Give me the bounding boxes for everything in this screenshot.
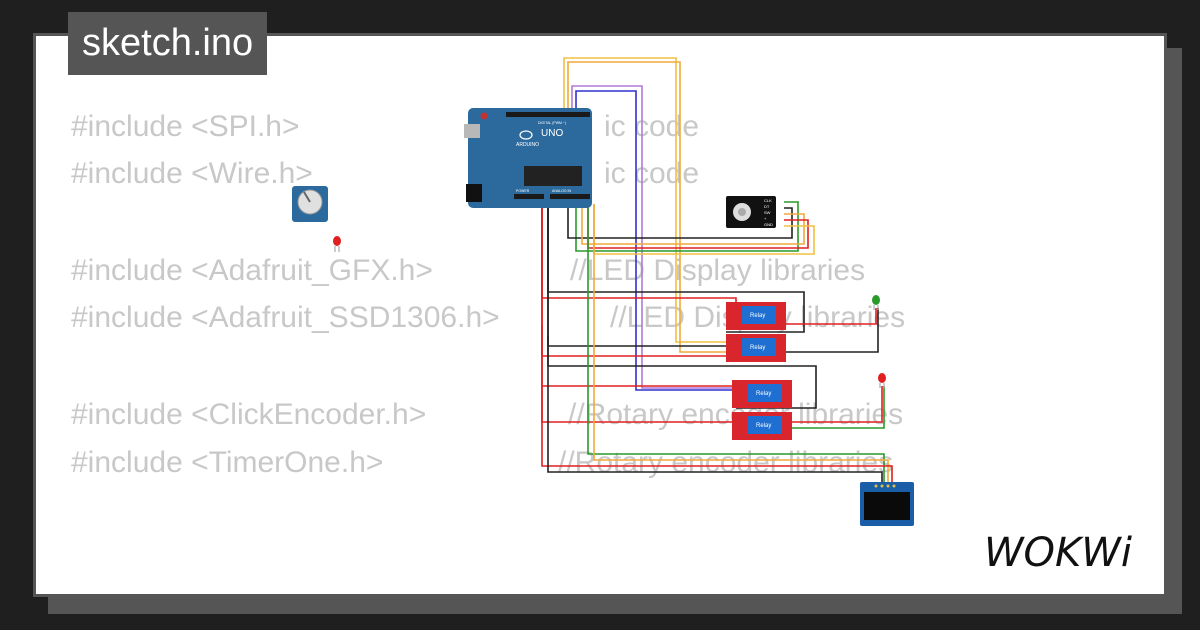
potentiometer[interactable] xyxy=(292,186,328,222)
wire-orange-top xyxy=(567,61,726,353)
wire-red-led2 xyxy=(792,386,883,423)
circuit-diagram[interactable]: UNO ARDUINO DIGITAL (PWM ~) POWER ANALOG… xyxy=(36,36,1167,597)
wire-orange-encoder xyxy=(581,204,805,245)
wire-green-encoder xyxy=(575,201,799,252)
relay-module-4[interactable]: Relay xyxy=(732,412,792,440)
power-label: POWER xyxy=(516,189,530,193)
relay-3-label: Relay xyxy=(756,391,771,397)
digital-header xyxy=(506,112,590,117)
wires xyxy=(541,57,893,482)
led-red[interactable] xyxy=(878,373,886,388)
wire-yellow-encoder xyxy=(593,204,815,255)
encoder-pin-gnd: GND xyxy=(764,222,773,227)
wire-red-led1 xyxy=(786,308,877,325)
digital-header-label: DIGITAL (PWM ~) xyxy=(538,121,566,125)
relay-2-label: Relay xyxy=(750,345,765,351)
code-line-clickencoder: #include <ClickEncoder.h> xyxy=(71,398,427,431)
led-green[interactable] xyxy=(872,295,880,310)
code-line-wire: #include <Wire.h> xyxy=(71,157,313,190)
wire-black-encoder xyxy=(567,204,793,239)
wire-black-relay2 xyxy=(547,336,726,347)
wire-orange-oled xyxy=(593,204,889,482)
atmega-chip xyxy=(524,166,582,186)
code-comment-1: ic code xyxy=(604,110,700,143)
wire-yellow-top xyxy=(563,57,736,343)
wire-red-relay4 xyxy=(541,386,736,423)
encoder-pin-sw: SW xyxy=(764,210,771,215)
file-tab[interactable]: sketch.ino xyxy=(68,12,268,75)
wokwi-logo-text: WOKWi xyxy=(984,530,1132,576)
relay-module-1[interactable]: Relay xyxy=(726,302,786,330)
code-line-timerone: #include <TimerOne.h> xyxy=(71,446,384,479)
wire-black-oled xyxy=(547,204,883,482)
wire-purple-top xyxy=(571,85,736,389)
wire-red-relay3 xyxy=(541,204,736,387)
wire-blue-top xyxy=(575,90,736,391)
analog-label: ANALOG IN xyxy=(552,189,572,193)
wire-green-led2 xyxy=(792,386,885,429)
code-line-spi: #include <SPI.h> xyxy=(71,110,300,143)
arduino-brand: ARDUINO xyxy=(516,142,539,148)
relay-module-2[interactable]: Relay xyxy=(726,334,786,362)
relay-module-3[interactable]: Relay xyxy=(732,380,792,408)
relay-4-label: Relay xyxy=(756,423,771,429)
code-line-ssd1306: #include <Adafruit_SSD1306.h> xyxy=(71,301,500,334)
analog-header xyxy=(550,194,590,199)
project-card[interactable]: #include <SPI.h> #include <Wire.h> #incl… xyxy=(33,33,1167,597)
oled-display[interactable] xyxy=(860,482,914,526)
usb-connector xyxy=(464,124,480,138)
wire-red-relay1 xyxy=(541,204,737,313)
wokwi-logo: WOKWi xyxy=(984,530,1132,576)
code-comment-6: //Rotary encoder libraries xyxy=(558,446,894,479)
encoder-pin-vcc: + xyxy=(764,216,767,221)
reset-button xyxy=(480,112,488,120)
power-jack xyxy=(466,184,482,202)
arduino-logo-icon xyxy=(519,130,533,140)
rotary-encoder[interactable]: CLK DT SW + GND xyxy=(726,196,776,228)
led-red-standalone[interactable] xyxy=(333,236,341,252)
code-comment-3: //LED Display libraries xyxy=(570,254,866,287)
arduino-uno-board[interactable]: UNO ARDUINO DIGITAL (PWM ~) POWER ANALOG… xyxy=(464,108,592,208)
wire-black-led1 xyxy=(786,308,879,353)
relay-1-label: Relay xyxy=(750,313,765,319)
arduino-model: UNO xyxy=(541,128,563,139)
encoder-pin-clk: CLK xyxy=(764,198,772,203)
code-comment-2: ic code xyxy=(604,157,700,190)
power-header xyxy=(514,194,544,199)
encoder-pin-dt: DT xyxy=(764,204,770,209)
wire-green-oled xyxy=(587,204,885,482)
wire-red-oled xyxy=(541,204,893,482)
code-line-gfx: #include <Adafruit_GFX.h> xyxy=(71,254,433,287)
